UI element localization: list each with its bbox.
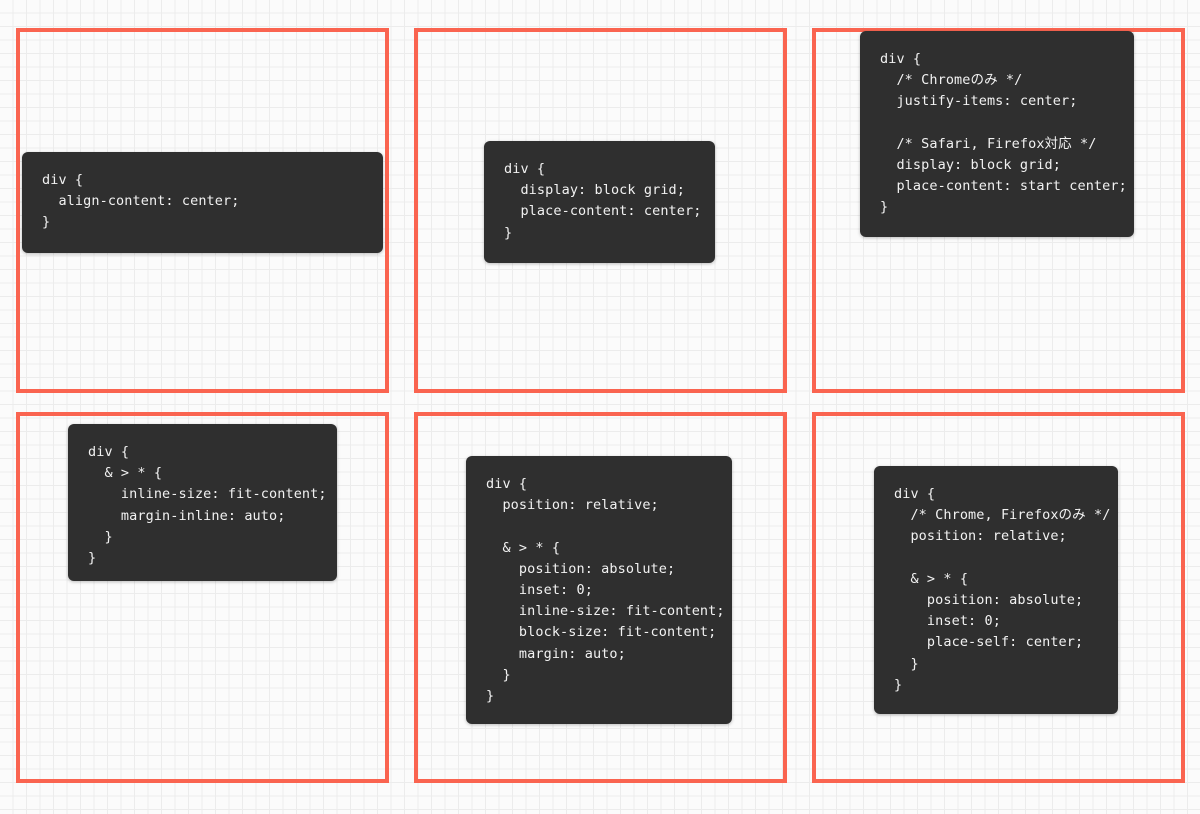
demo-frame-5 — [414, 412, 787, 783]
demo-frame-6 — [812, 412, 1185, 783]
code-snippet-3: div { /* Chromeのみ */ justify-items: cent… — [860, 31, 1134, 237]
demo-frame-2 — [414, 28, 787, 393]
demo-frame-1 — [16, 28, 389, 393]
code-snippet-6: div { /* Chrome, Firefoxのみ */ position: … — [874, 466, 1118, 714]
code-snippet-2: div { display: block grid; place-content… — [484, 141, 715, 263]
code-snippet-1: div { align-content: center; } — [22, 152, 383, 253]
code-snippet-4: div { & > * { inline-size: fit-content; … — [68, 424, 337, 581]
code-snippet-5: div { position: relative; & > * { positi… — [466, 456, 732, 724]
demo-frame-3 — [812, 28, 1185, 393]
demo-frame-4 — [16, 412, 389, 783]
